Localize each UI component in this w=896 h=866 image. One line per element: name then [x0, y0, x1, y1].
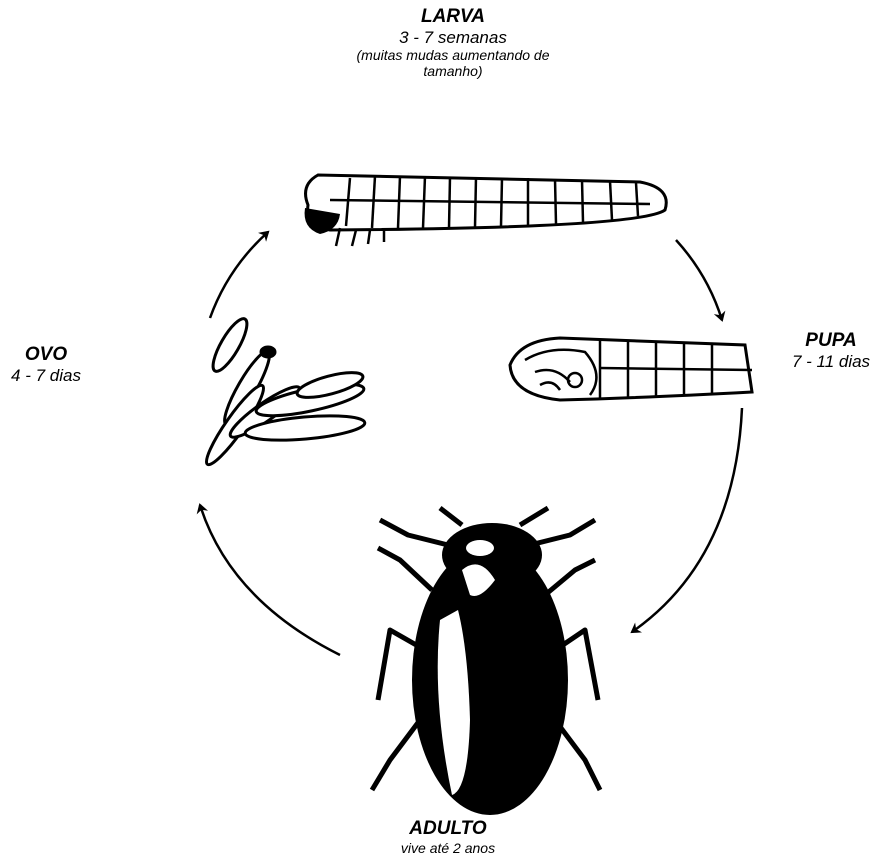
beetle-illustration [372, 508, 600, 815]
larva-label: LARVA 3 - 7 semanas (muitas mudas aument… [288, 6, 618, 80]
eggs-illustration [200, 315, 366, 470]
arrow-pupa-to-adulto [632, 408, 742, 632]
larva-duration: 3 - 7 semanas [288, 28, 618, 48]
arrow-adulto-to-ovo [200, 505, 340, 655]
arrow-larva-to-pupa [676, 240, 722, 320]
ovo-label: OVO 4 - 7 dias [0, 344, 92, 385]
ovo-name: OVO [0, 344, 92, 366]
adulto-label: ADULTO vive até 2 anos [348, 818, 548, 856]
larva-note-line1: (muitas mudas aumentando de [288, 47, 618, 63]
pupa-illustration [510, 338, 752, 400]
ovo-duration: 4 - 7 dias [0, 366, 92, 386]
adulto-duration: vive até 2 anos [348, 840, 548, 856]
pupa-label: PUPA 7 - 11 dias [770, 330, 892, 371]
pupa-name: PUPA [770, 330, 892, 352]
larva-note-line2: tamanho) [288, 63, 618, 79]
arrow-ovo-to-larva [210, 232, 268, 318]
larva-name: LARVA [288, 6, 618, 28]
larva-illustration [305, 175, 667, 246]
adulto-name: ADULTO [348, 818, 548, 840]
pupa-duration: 7 - 11 dias [770, 352, 892, 372]
